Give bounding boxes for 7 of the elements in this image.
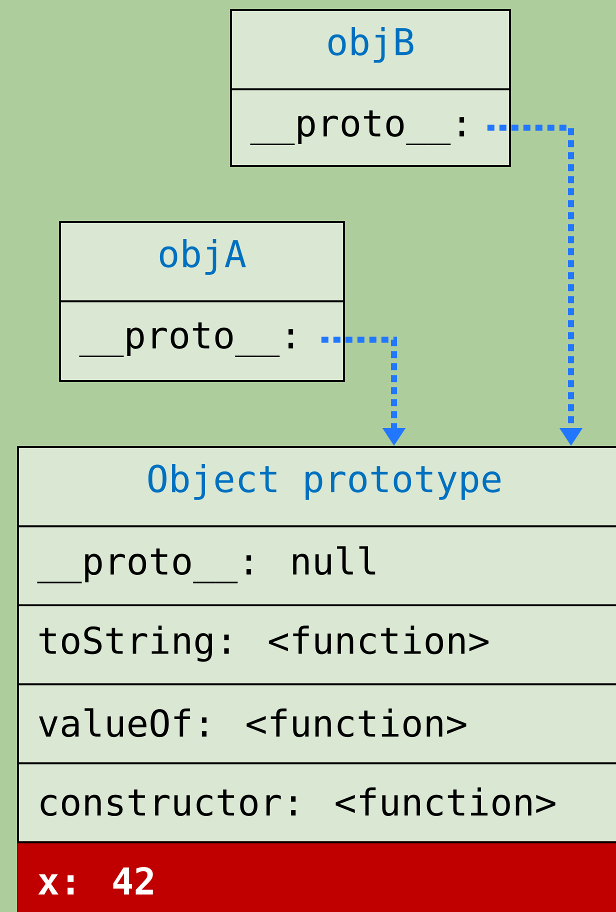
property-row: valueOf: <function> <box>17 683 616 738</box>
property-row: __proto__: null <box>17 525 616 584</box>
property-row: constructor: <function> <box>17 762 616 816</box>
property-row: x: 42 <box>17 841 616 912</box>
property-row: __proto__: <box>230 88 510 146</box>
property-row: __proto__: <box>59 300 344 358</box>
property-row: toString: <function> <box>17 604 616 662</box>
